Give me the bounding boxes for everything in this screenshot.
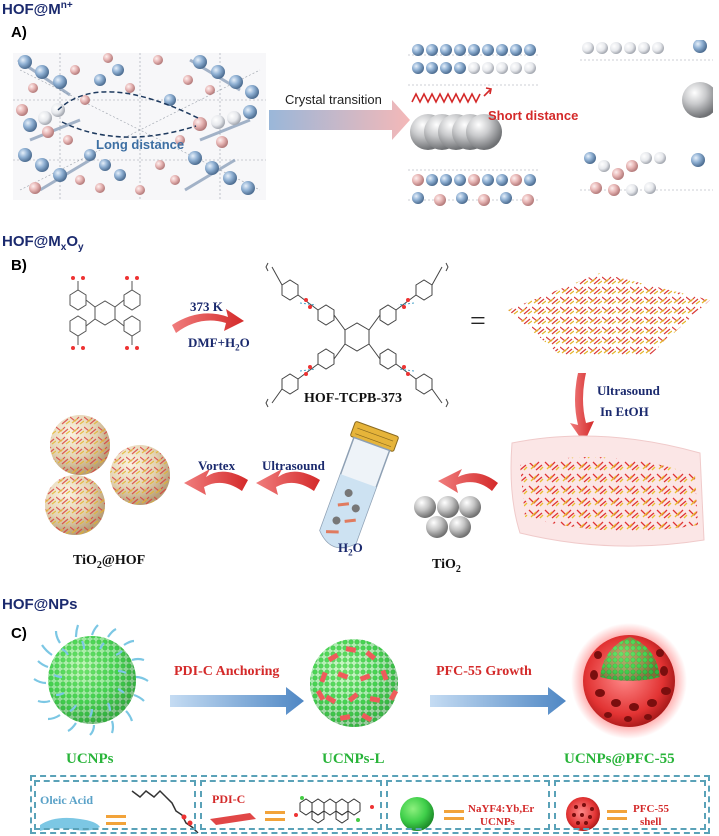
ucnps-l-particle <box>310 639 399 727</box>
vortex-label: Vortex <box>198 458 236 473</box>
panel-a-label: A) <box>11 24 27 41</box>
hof-lattice-diamond <box>508 273 710 355</box>
legend-ucnp-shape <box>400 797 434 831</box>
panel-b-label: B) <box>11 257 27 274</box>
legend-oleic-label: Oleic Acid <box>40 793 93 807</box>
short-distance-lattice <box>408 40 713 206</box>
solvent-tail: O <box>239 335 250 350</box>
legend-oleic-molecule <box>131 789 199 834</box>
legend-box-ucnps <box>386 780 550 830</box>
ucnps-pfc-particle <box>571 623 687 739</box>
water-sub: 2 <box>348 547 353 558</box>
water-main: H <box>338 540 349 555</box>
legend-nayf-label-2: UCNPs <box>480 816 515 828</box>
composite-sub: 2 <box>96 559 102 571</box>
panel-a-figure <box>13 40 713 206</box>
crystal-transition-label: Crystal transition <box>285 92 382 107</box>
solvent-sub: 2 <box>235 342 240 353</box>
growth-arrow <box>430 687 566 715</box>
legend-oleic-shape <box>40 817 100 831</box>
legend <box>40 789 627 834</box>
legend-equals-1 <box>106 815 126 818</box>
ultrasound-etoh-label-2: In EtOH <box>600 404 649 419</box>
ucnps-label: UCNPs <box>66 751 114 767</box>
section-c-title: HOF@NPs <box>2 596 78 613</box>
section-b-title-x: x <box>60 242 67 253</box>
pfc-growth-label: PFC-55 Growth <box>436 664 532 679</box>
legend-box-oleic <box>34 780 196 830</box>
ucnps-particle <box>33 624 149 736</box>
legend-box-shell <box>554 780 706 830</box>
long-distance-label: Long distance <box>96 137 185 152</box>
hof-tcpb-label: HOF-TCPB-373 <box>304 391 402 406</box>
down-arrow <box>570 373 594 443</box>
panel-c-figure <box>33 623 687 834</box>
tio2-label: TiO2 <box>432 557 461 575</box>
legend-pfc-label-1: PFC-55 <box>633 803 670 815</box>
solvent-label: DMF+H2O <box>188 335 250 353</box>
reaction-vial <box>319 421 399 549</box>
composite-main: TiO <box>73 553 97 568</box>
anchoring-arrow <box>170 687 304 715</box>
long-distance-lattice <box>13 53 266 200</box>
section-b-title-y: y <box>78 242 84 253</box>
crystal-transition-arrow <box>269 100 410 140</box>
tio2-hof-label: TiO2@HOF <box>73 553 145 571</box>
ultrasound-arrow <box>256 469 320 495</box>
section-a-title-text: HOF@M <box>2 1 61 18</box>
legend-pdi-molecule <box>299 798 361 824</box>
tio2-hof-particles <box>45 415 170 535</box>
legend-pfc-label-2: shell <box>640 816 662 828</box>
section-a-title-sup: n+ <box>60 0 73 11</box>
legend-box-pdi <box>200 780 382 830</box>
equals-sign: = <box>470 306 486 337</box>
section-b-title: HOF@MxOy <box>2 233 84 253</box>
water-label: H2O <box>338 540 363 558</box>
tcpb-molecule <box>69 276 141 350</box>
solvent-main: DMF+H <box>188 335 236 350</box>
legend-outer-box <box>30 775 710 834</box>
section-b-title-o: O <box>66 233 79 250</box>
legend-pdi-label: PDI-C <box>212 792 246 806</box>
pdi-anchoring-label: PDI-C Anchoring <box>174 664 280 679</box>
temperature-label: 373 K <box>190 299 223 314</box>
panel-c-label: C) <box>11 625 27 642</box>
section-b-title-main: HOF@M <box>2 233 61 250</box>
tio2-main: TiO <box>432 557 456 572</box>
composite-tail: @HOF <box>101 553 146 568</box>
section-a-title: HOF@Mn+ <box>2 0 73 18</box>
water-tail: O <box>352 540 363 555</box>
ucnps-pfc-label: UCNPs@PFC-55 <box>564 751 675 767</box>
vortex-arrow <box>184 469 248 495</box>
panel-b-figure: = <box>45 262 710 549</box>
short-distance-label: Short distance <box>488 108 579 123</box>
legend-pdi-shape <box>210 813 256 825</box>
ucnps-l-label: UCNPs-L <box>322 751 385 767</box>
tio2-sub: 2 <box>455 563 461 575</box>
tio2-spheres <box>414 496 481 538</box>
sheet-to-tio2-arrow <box>438 469 498 493</box>
reaction-arrow <box>172 309 244 333</box>
ultrasound-etoh-label-1: Ultrasound <box>597 383 660 398</box>
legend-nayf-label-1: NaYF4:Yb,Er <box>468 803 535 815</box>
hof-tcpb-framework <box>265 262 449 408</box>
ultrasound-label: Ultrasound <box>262 458 325 473</box>
